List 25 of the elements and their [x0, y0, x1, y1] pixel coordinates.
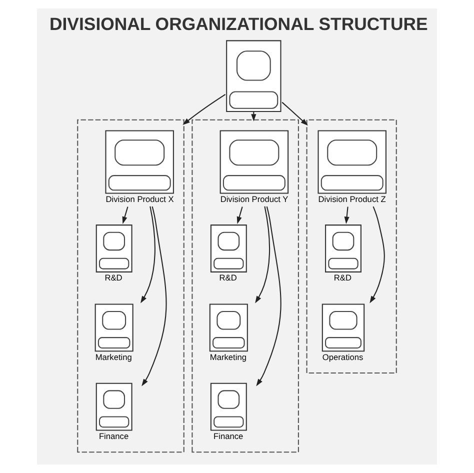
node-label: Division Product Z: [318, 194, 386, 204]
node-label: Marketing: [210, 352, 246, 362]
cluster: [192, 119, 299, 453]
arrow: [122, 206, 128, 224]
node-label: Finance: [214, 431, 244, 441]
node-label: R&D: [104, 272, 122, 283]
diagram-title: DIVISIONAL ORGANIZATIONAL STRUCTURE: [50, 14, 428, 34]
arrow: [256, 206, 282, 386]
node-label: R&D: [219, 272, 237, 283]
arrow: [344, 206, 350, 224]
node-label: R&D: [334, 272, 352, 283]
cluster: [77, 119, 184, 453]
node-label: Operations: [322, 352, 364, 362]
arrow: [282, 102, 308, 126]
node-label: Marketing: [95, 352, 132, 362]
node-label: Division Product Y: [220, 194, 288, 204]
arrow: [370, 206, 385, 304]
node-label: Finance: [98, 431, 129, 441]
arrow: [142, 206, 167, 386]
arrow: [140, 206, 156, 304]
cluster: [306, 119, 397, 374]
node-label: Division Product X: [106, 194, 174, 204]
arrow: [236, 206, 243, 224]
arrow: [182, 94, 226, 126]
arrow: [255, 206, 270, 304]
